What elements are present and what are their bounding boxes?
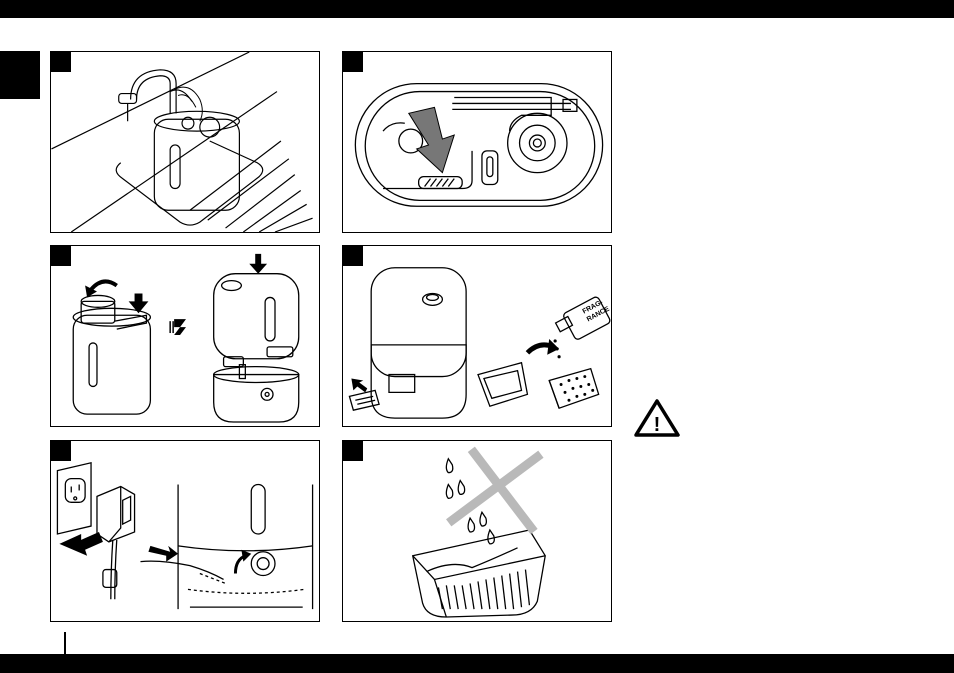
top-black-bar xyxy=(0,0,954,18)
panel-fill-at-tap xyxy=(50,51,320,233)
faucet-tank-illustration xyxy=(51,52,319,232)
panel-no-water-in-tray xyxy=(342,440,612,622)
section-tab xyxy=(0,51,40,99)
tray-no-water-illustration xyxy=(343,441,611,621)
power-adapter-illustration xyxy=(51,441,319,621)
page-number-marker xyxy=(64,632,66,654)
base-top-view-illustration xyxy=(343,52,611,232)
bottom-black-bar xyxy=(0,654,954,673)
cartridge-fragrance-illustration: FRAG- RANCE xyxy=(343,246,611,426)
panel-base-top-view xyxy=(342,51,612,233)
warning-triangle-icon: ! xyxy=(633,398,681,438)
panel-assemble-tank xyxy=(50,245,320,427)
warning-symbol: ! xyxy=(654,414,661,436)
tank-assembly-illustration xyxy=(51,246,319,426)
panel-insert-cartridge: FRAG- RANCE xyxy=(342,245,612,427)
panel-plug-in-power xyxy=(50,440,320,622)
